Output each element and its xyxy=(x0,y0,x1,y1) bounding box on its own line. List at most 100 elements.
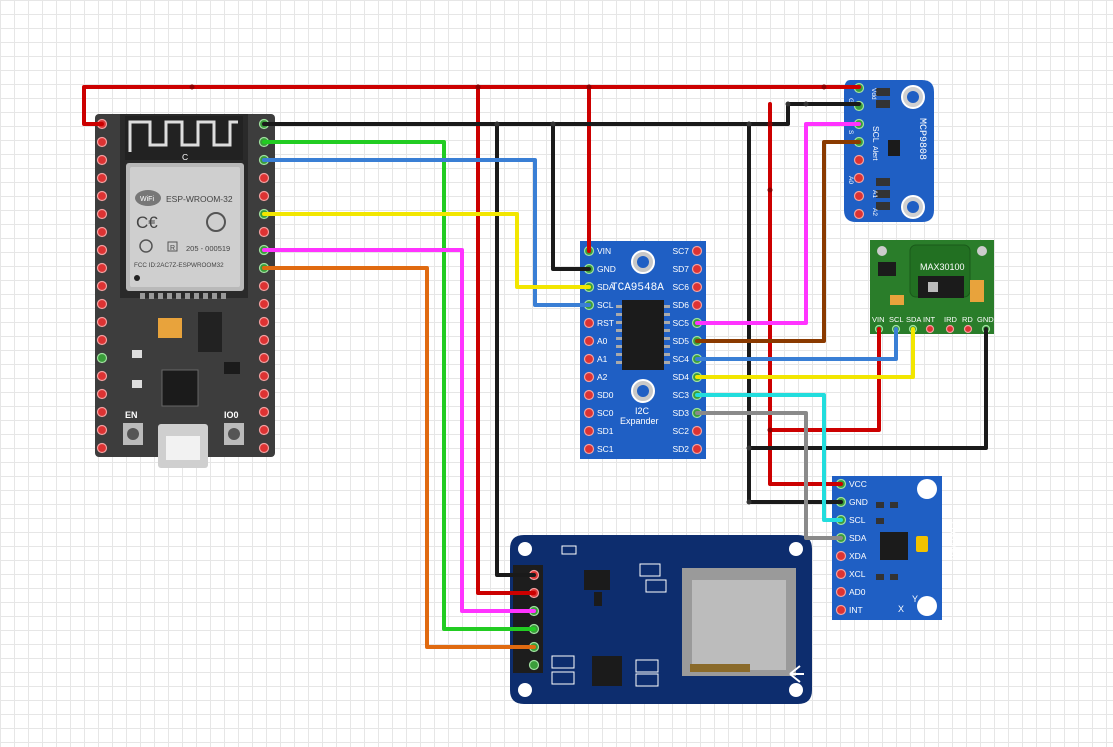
esp32-left-pins[interactable] xyxy=(96,118,108,454)
wire-cyan-sc3 xyxy=(695,393,843,522)
tca-pin-sd0[interactable] xyxy=(583,389,595,401)
svg-text:S: S xyxy=(847,130,854,135)
tca-pin-label: SC3 xyxy=(672,390,689,400)
mpu-pin-label: GND xyxy=(849,497,868,507)
mcp-pin-alert xyxy=(853,154,865,166)
tca-pin-sd6[interactable] xyxy=(691,299,703,311)
wire-black-sd xyxy=(495,122,536,577)
sd-card-module[interactable] xyxy=(510,535,812,704)
mpu-pin-label: INT xyxy=(849,605,863,615)
tca-pin-sc0[interactable] xyxy=(583,407,595,419)
svg-text:A0: A0 xyxy=(847,176,854,184)
wire-black-mpu xyxy=(747,122,843,504)
tca-pin-label: VIN xyxy=(597,246,611,256)
tca-pin-label: SC1 xyxy=(597,444,614,454)
tca-pin-label: SC2 xyxy=(672,426,689,436)
tca-pin-sc1[interactable] xyxy=(583,443,595,455)
tca-pin-label: SDA xyxy=(597,282,615,292)
tca-pin-label: SCL xyxy=(597,300,614,310)
tca-pin-label: SD2 xyxy=(672,444,689,454)
tca-pin-a2[interactable] xyxy=(583,371,595,383)
mpu-axis-x: X xyxy=(898,604,904,614)
mpu-board[interactable]: ITG/MPU X Y xyxy=(832,476,958,620)
svg-text:INT: INT xyxy=(923,315,936,324)
antenna-mark: C xyxy=(182,152,188,162)
mount-hole xyxy=(917,479,937,499)
svg-text:A1: A1 xyxy=(871,190,878,198)
mpu-pin-xcl[interactable] xyxy=(835,568,847,580)
tca-pin-label: A2 xyxy=(597,372,608,382)
sd-pins[interactable] xyxy=(528,569,540,671)
wire-blue-scl xyxy=(262,158,591,307)
max-title: MAX30100 xyxy=(920,262,965,272)
esp-module-label: ESP-WROOM-32 xyxy=(166,194,233,204)
mpu-pin-label: SDA xyxy=(849,533,867,543)
tca-pin-label: SD3 xyxy=(672,408,689,418)
esp-fcc: FCC ID:2AC7Z-ESPWROOM32 xyxy=(134,262,224,269)
tca-pin-a0[interactable] xyxy=(583,335,595,347)
mcp-title: MCP9808 xyxy=(916,118,927,160)
wire-yellow-sd4 xyxy=(695,327,915,379)
tca-pin-label: SD6 xyxy=(672,300,689,310)
r-mark xyxy=(167,241,178,252)
tca-pin-sc7[interactable] xyxy=(691,245,703,257)
max30100-board[interactable]: MAX30100 VIN SCL SDA INT IRD RD GND xyxy=(870,240,994,334)
mcp-pin-a1 xyxy=(853,190,865,202)
tca-pin-sc6[interactable] xyxy=(691,281,703,293)
esp32-right-pins[interactable] xyxy=(258,118,270,454)
svg-text:SCL: SCL xyxy=(871,126,881,143)
mpu-axis-y: Y xyxy=(912,594,918,604)
sd-buffer-chip xyxy=(592,656,622,686)
tca-pin-rst[interactable] xyxy=(583,317,595,329)
en-button-label: EN xyxy=(125,410,138,420)
wire-magenta-sc5 xyxy=(695,122,861,325)
svg-text:Alert: Alert xyxy=(871,146,878,160)
mpu-pin-xda[interactable] xyxy=(835,550,847,562)
tca-subtitle-1: I2C xyxy=(635,406,650,416)
regulator xyxy=(198,312,222,352)
mcp-chip xyxy=(888,140,900,156)
tca-pin-sd1[interactable] xyxy=(583,425,595,437)
mpu-pin-int[interactable] xyxy=(835,604,847,616)
tca-pin-sc2[interactable] xyxy=(691,425,703,437)
tca-pin-label: RST xyxy=(597,318,614,328)
tca-pin-sd2[interactable] xyxy=(691,443,703,455)
mcp9808-board[interactable]: MCP9808 SCL Alert Vdd G S A0 A1 A2 xyxy=(844,80,934,222)
antenna-trace xyxy=(128,120,238,152)
mpu-pin-label: SCL xyxy=(849,515,866,525)
tca-pin-label: GND xyxy=(597,264,616,274)
wire-brown-sd5 xyxy=(695,140,861,343)
tca-pin-sd7[interactable] xyxy=(691,263,703,275)
wire-black-max xyxy=(747,327,988,450)
tca-pin-label: SC7 xyxy=(672,246,689,256)
svg-text:RD: RD xyxy=(962,315,973,324)
mcp-pin-a2 xyxy=(853,208,865,220)
wire-black-tca xyxy=(551,122,591,271)
mcp-pin-a0 xyxy=(853,172,865,184)
mpu-pin-ad0[interactable] xyxy=(835,586,847,598)
wires xyxy=(82,85,988,649)
wire-gray-sd3 xyxy=(695,411,843,540)
svg-text:IRD: IRD xyxy=(944,315,958,324)
wire-orange xyxy=(262,266,536,649)
wire-yellow-sda xyxy=(262,212,591,289)
mpu-chip xyxy=(880,532,908,560)
max-sensor xyxy=(918,276,964,298)
tca-pin-a1[interactable] xyxy=(583,353,595,365)
sd-regulator xyxy=(584,570,610,590)
wire-blue-sc4 xyxy=(695,327,898,361)
mpu-title: ITG/MPU xyxy=(947,520,958,560)
mount-hole xyxy=(917,596,937,616)
telec-icon xyxy=(139,239,153,253)
svg-text:VIN: VIN xyxy=(872,315,885,324)
tca-pin-label: SD4 xyxy=(672,372,689,382)
tca-subtitle-2: Expander xyxy=(620,416,659,426)
wire-green xyxy=(262,140,536,631)
svg-text:SDA: SDA xyxy=(906,315,921,324)
esp32-board[interactable]: C WiFi ESP-WROOM-32 C€ R 205 - 000519 FC… xyxy=(95,114,275,468)
tca9548a-board[interactable]: TCA9548A I2C Expander xyxy=(580,241,706,459)
